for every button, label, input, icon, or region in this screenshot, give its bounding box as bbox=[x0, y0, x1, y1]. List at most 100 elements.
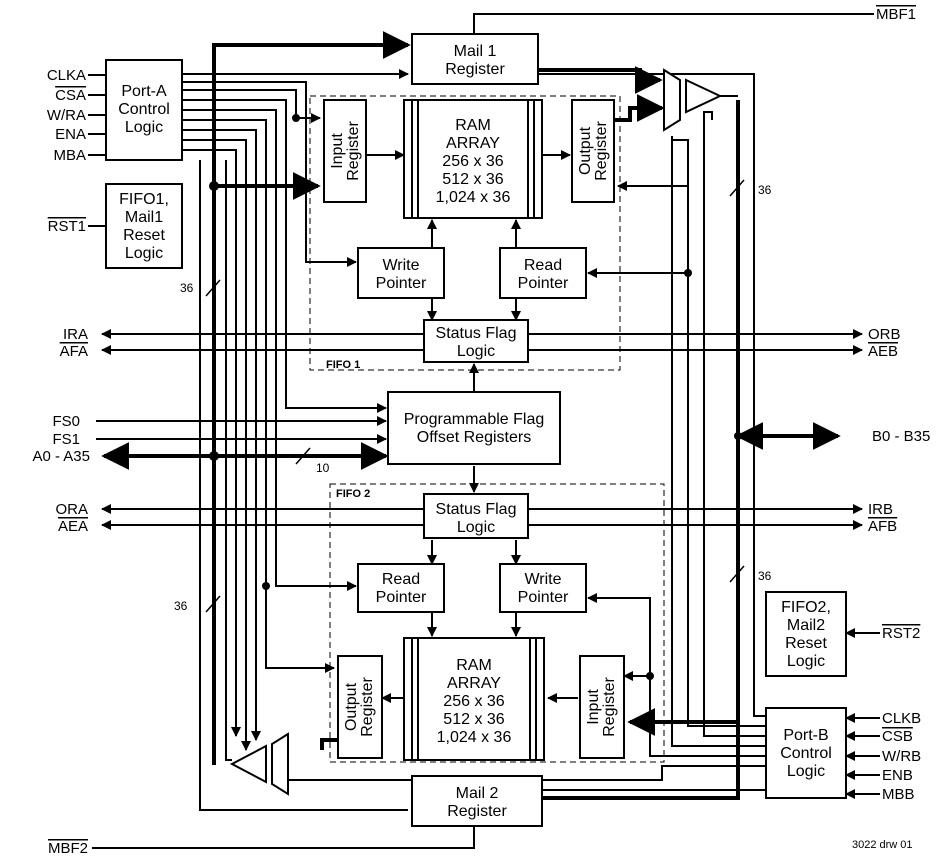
mail1-label-1: Register bbox=[445, 61, 505, 78]
ram1-label-0: RAM bbox=[455, 117, 491, 134]
fifo2-region bbox=[329, 483, 665, 763]
thin-wires bbox=[88, 13, 880, 849]
ram1-label-1: ARRAY bbox=[446, 135, 500, 152]
programmable-flag-offset-registers bbox=[387, 391, 561, 465]
portb-label-0: Port-B bbox=[783, 727, 828, 744]
rst1-label-2: Reset bbox=[123, 227, 165, 244]
bus-width-36-a: 36 bbox=[180, 281, 194, 295]
sig-fs0: FS0 bbox=[52, 413, 80, 430]
rst2-label-0: FIFO2, bbox=[781, 599, 831, 616]
ram-array-2 bbox=[403, 637, 545, 761]
bus-width-36-c: 36 bbox=[758, 183, 772, 197]
out-reg2-label-0: Output bbox=[343, 682, 360, 731]
sfl1-label-1: Logic bbox=[457, 343, 495, 360]
sig-mbb: MBB bbox=[882, 786, 915, 803]
sig-orb: ORB bbox=[868, 326, 901, 343]
out-reg1-label-1: Register bbox=[593, 121, 610, 181]
rst2-label-1: Mail2 bbox=[787, 617, 825, 634]
rptr2-label-0: Read bbox=[382, 571, 420, 588]
in-reg1-label-1: Register bbox=[345, 121, 362, 181]
in-reg2-label-1: Register bbox=[601, 677, 618, 737]
figure-footer: 3022 drw 01 bbox=[852, 839, 913, 851]
sfl2-label-0: Status Flag bbox=[436, 501, 517, 518]
status-flag-logic-1 bbox=[423, 319, 529, 363]
ram1-label-3: 512 x 36 bbox=[442, 171, 503, 188]
read-pointer-1 bbox=[499, 247, 587, 299]
port-a-control-logic bbox=[105, 59, 183, 161]
sig-rst1: RST1 bbox=[48, 218, 86, 235]
mail1-label-0: Mail 1 bbox=[454, 43, 497, 60]
sig-mba: MBA bbox=[53, 147, 86, 164]
fifo2-label: FIFO 2 bbox=[336, 488, 370, 500]
rptr1-label-0: Read bbox=[524, 257, 562, 274]
porta-label-0: Port-A bbox=[121, 83, 167, 100]
output-register-2 bbox=[337, 655, 383, 759]
write-pointer-1 bbox=[357, 247, 445, 299]
wptr2-label-1: Pointer bbox=[518, 589, 569, 606]
read-pointer-2 bbox=[357, 563, 445, 613]
sig-ora: ORA bbox=[55, 501, 88, 518]
sig-wra: W/RA bbox=[47, 107, 86, 124]
in-reg1-label-0: Input bbox=[329, 133, 346, 169]
ram-array-inner-lines bbox=[411, 100, 537, 760]
ram2-label-4: 1,024 x 36 bbox=[437, 729, 512, 746]
rst1-label-0: FIFO1, bbox=[119, 191, 169, 208]
mux-top bbox=[663, 68, 738, 132]
pfo-label-0: Programmable Flag bbox=[404, 411, 545, 428]
sig-aeb: AEB bbox=[868, 343, 898, 360]
sig-ira: IRA bbox=[63, 326, 88, 343]
wptr1-label-1: Pointer bbox=[376, 275, 427, 292]
sig-clkb: CLKB bbox=[882, 710, 921, 727]
bus-width-36-d: 36 bbox=[758, 569, 772, 583]
sig-mbf1: MBF1 bbox=[876, 6, 916, 23]
input-register-1 bbox=[323, 99, 367, 203]
sig-fs1: FS1 bbox=[52, 431, 80, 448]
ram2-label-2: 256 x 36 bbox=[443, 693, 504, 710]
sig-enb: ENB bbox=[882, 767, 913, 784]
sig-a-bus: A0 - A35 bbox=[32, 448, 90, 465]
portb-label-2: Logic bbox=[787, 763, 825, 780]
sig-csb: CSB bbox=[882, 728, 913, 745]
sig-mbf2: MBF2 bbox=[48, 840, 88, 857]
sfl2-label-1: Logic bbox=[457, 519, 495, 536]
in-reg2-label-0: Input bbox=[585, 689, 602, 725]
mail2-register bbox=[411, 775, 543, 827]
rst1-label-1: Mail1 bbox=[125, 209, 163, 226]
rst1-label-3: Logic bbox=[125, 245, 163, 262]
fifo1-mail1-reset-logic bbox=[105, 183, 183, 269]
sig-ena: ENA bbox=[55, 126, 86, 143]
ram1-label-4: 1,024 x 36 bbox=[436, 189, 511, 206]
input-register-2 bbox=[579, 655, 625, 759]
out-reg2-label-1: Register bbox=[359, 677, 376, 737]
junction-dots bbox=[209, 114, 742, 680]
sig-b-bus: B0 - B35 bbox=[872, 428, 930, 445]
ram-array-1 bbox=[403, 99, 543, 219]
porta-label-1: Control bbox=[118, 101, 170, 118]
mail2-label-0: Mail 2 bbox=[456, 785, 499, 802]
status-flag-logic-2 bbox=[423, 493, 529, 539]
sig-csa: CSA bbox=[55, 87, 86, 104]
sig-clka: CLKA bbox=[47, 67, 86, 84]
sig-irb: IRB bbox=[868, 501, 893, 518]
out-reg1-label-0: Output bbox=[577, 126, 594, 175]
mux-bottom bbox=[229, 732, 289, 796]
wptr1-label-0: Write bbox=[382, 257, 419, 274]
bus-slashes bbox=[205, 179, 745, 613]
rst2-label-2: Reset bbox=[785, 635, 827, 652]
ram2-label-1: ARRAY bbox=[447, 675, 501, 692]
mail2-label-1: Register bbox=[447, 803, 507, 820]
sig-rst2: RST2 bbox=[882, 625, 920, 642]
bus-width-36-b: 36 bbox=[174, 599, 188, 613]
ram2-label-0: RAM bbox=[456, 657, 492, 674]
sig-aea: AEA bbox=[58, 518, 88, 535]
fifo1-region bbox=[309, 95, 621, 371]
rptr1-label-1: Pointer bbox=[518, 275, 569, 292]
pfo-label-1: Offset Registers bbox=[417, 429, 531, 446]
ram1-label-2: 256 x 36 bbox=[442, 153, 503, 170]
write-pointer-2 bbox=[499, 563, 587, 613]
sig-wrb: W/RB bbox=[882, 748, 921, 765]
portb-label-1: Control bbox=[780, 745, 832, 762]
sig-afb: AFB bbox=[868, 518, 897, 535]
rptr2-label-1: Pointer bbox=[376, 589, 427, 606]
